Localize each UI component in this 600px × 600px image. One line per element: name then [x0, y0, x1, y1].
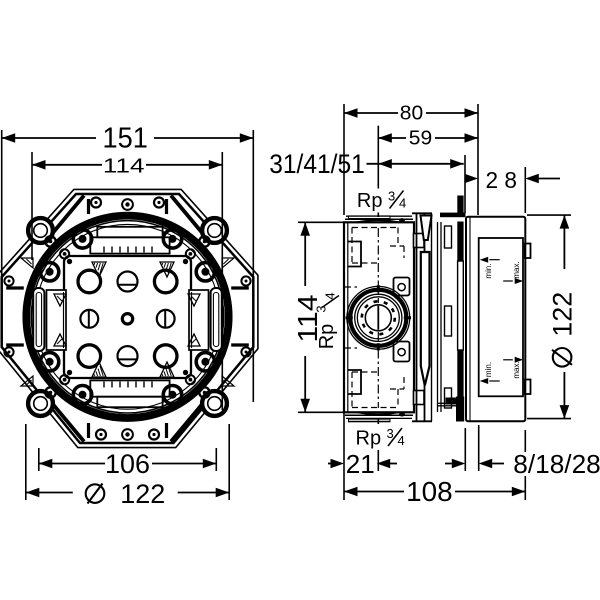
svg-text:4: 4 — [399, 196, 406, 211]
svg-text:Rp: Rp — [356, 428, 382, 450]
svg-text:114: 114 — [103, 154, 145, 177]
svg-text:8/18/28: 8/18/28 — [513, 449, 600, 479]
svg-text:3: 3 — [387, 426, 394, 441]
svg-text:Rp: Rp — [316, 324, 338, 350]
svg-text:106: 106 — [105, 449, 150, 479]
svg-text:21: 21 — [346, 451, 375, 479]
svg-text:80: 80 — [400, 103, 423, 125]
svg-text:59: 59 — [409, 128, 432, 150]
svg-text:122: 122 — [548, 292, 578, 337]
svg-text:min.: min. — [484, 263, 493, 278]
svg-text:122: 122 — [120, 479, 165, 509]
svg-text:4: 4 — [323, 292, 338, 299]
svg-text:3: 3 — [388, 189, 395, 204]
svg-text:114: 114 — [292, 295, 323, 343]
svg-text:31/41/51: 31/41/51 — [269, 149, 365, 179]
svg-text:min.: min. — [484, 362, 493, 377]
svg-text:151: 151 — [103, 123, 148, 155]
svg-text:2 8: 2 8 — [485, 167, 517, 193]
svg-text:Rp: Rp — [357, 190, 383, 212]
svg-text:max.: max. — [512, 261, 521, 278]
svg-text:max.: max. — [512, 361, 521, 378]
svg-text:3: 3 — [314, 305, 329, 312]
svg-text:4: 4 — [398, 433, 405, 448]
svg-text:108: 108 — [406, 476, 453, 507]
